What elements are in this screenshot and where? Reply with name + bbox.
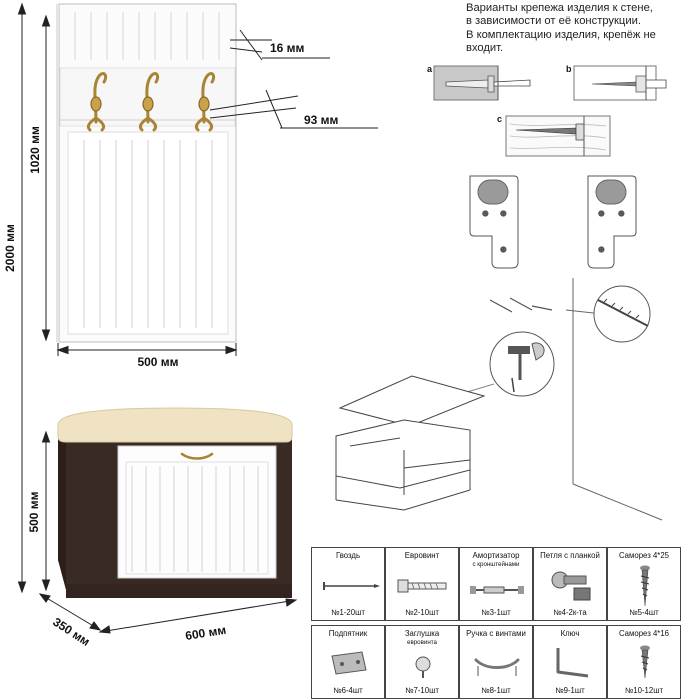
dim-panel-thickness	[229, 29, 330, 61]
dim-panel-height	[41, 14, 51, 342]
mount-variant-b: b	[566, 64, 667, 101]
part-cell: Ключ №9-1шт	[533, 625, 607, 699]
label-hook-projection: 93 мм	[304, 113, 339, 127]
part-name: Ручка с винтами	[466, 629, 526, 638]
label-total-height: 2000 мм	[3, 224, 17, 272]
part-cell: Саморез 4*25 №5-4шт	[607, 547, 681, 621]
screw-zoom-callout	[593, 285, 651, 343]
screw-icon	[640, 645, 650, 679]
mounting-note-line: входит.	[466, 42, 504, 55]
part-qty: №3-1шт	[481, 608, 511, 617]
svg-text:c: c	[497, 114, 502, 124]
mounting-note-line: В комплектацию изделия, крепёж не	[466, 28, 656, 41]
label-bench-width: 600 мм	[184, 623, 227, 643]
part-qty: №7-10шт	[405, 686, 439, 695]
mounting-note: Варианты крепежа изделия к стене, в зави…	[466, 2, 681, 56]
svg-text:⊕: ⊕	[500, 209, 507, 218]
part-name: Евровинт	[404, 551, 440, 560]
hinge-icon	[551, 571, 591, 601]
dim-bench-width	[98, 598, 298, 634]
dim-total-height	[17, 2, 27, 594]
part-name: Саморез 4*25	[618, 551, 670, 560]
svg-text:a: a	[427, 64, 433, 74]
part-qty: №10-12шт	[624, 686, 664, 695]
mounting-note-line: Варианты крепежа изделия к стене,	[466, 2, 653, 14]
euroscrew-icon	[397, 579, 447, 593]
svg-text:⊕: ⊕	[500, 245, 507, 254]
part-subname: с кронштейнами	[472, 561, 520, 568]
part-qty: №6-4шт	[333, 686, 363, 695]
coat-hook-3	[194, 72, 216, 132]
wall-panel	[56, 3, 237, 343]
part-qty: №9-1шт	[555, 686, 585, 695]
part-qty: №2-10шт	[405, 608, 439, 617]
shoe-bench	[57, 407, 293, 598]
dim-bench-depth	[38, 593, 102, 631]
bench-carcass-assembly	[335, 375, 486, 511]
part-cell: Гвоздь №1-20шт	[311, 547, 385, 621]
nail-icon	[323, 582, 380, 590]
mount-variant-c: c	[497, 114, 611, 157]
damper-icon	[470, 586, 524, 594]
svg-text:⊕: ⊕	[598, 209, 605, 218]
part-qty: №5-4шт	[629, 608, 659, 617]
label-panel-width: 500 мм	[137, 355, 178, 369]
svg-text:⊕: ⊕	[482, 209, 489, 218]
screw-icon	[640, 565, 650, 607]
part-name: Ключ	[560, 629, 580, 638]
label-bench-depth: 350 мм	[50, 615, 92, 649]
wall-screws	[489, 297, 553, 313]
part-name: Саморез 4*16	[618, 629, 670, 638]
part-name: Петля с планкой	[540, 551, 600, 560]
part-cell: Саморез 4*16 №10-12шт	[607, 625, 681, 699]
foot-pad-icon	[331, 651, 367, 675]
svg-text:b: b	[566, 64, 572, 74]
part-cell: Подпятник №6-4шт	[311, 625, 385, 699]
coat-hook-2	[138, 72, 160, 132]
dim-panel-width	[56, 343, 238, 356]
part-cell: Петля с планкой №4-2к-та	[533, 547, 607, 621]
dim-bench-height	[41, 430, 51, 592]
label-panel-height: 1020 мм	[28, 126, 42, 174]
part-qty: №8-1шт	[481, 686, 511, 695]
part-name: Гвоздь	[335, 551, 361, 560]
dim-hook-projection	[209, 89, 378, 129]
part-qty: №4-2к-та	[553, 608, 587, 617]
handle-icon	[474, 658, 520, 676]
part-qty: №1-20шт	[331, 608, 365, 617]
label-bench-height: 500 мм	[27, 491, 41, 532]
part-subname: евровинта	[407, 639, 437, 646]
hammer-callout	[439, 331, 555, 401]
cap-icon	[415, 656, 431, 678]
svg-text:⊕: ⊕	[618, 209, 625, 218]
part-name: Подпятник	[328, 629, 368, 638]
hex-key-icon	[556, 648, 589, 678]
mounting-note-line: в зависимости от её конструкции.	[466, 15, 641, 28]
label-panel-thickness: 16 мм	[270, 41, 305, 55]
svg-text:⊕: ⊕	[598, 245, 605, 254]
mounting-bracket-right: ⊕ ⊕ ⊕	[587, 175, 637, 269]
mount-variant-a: a	[427, 64, 531, 101]
mounting-bracket-left: ⊕ ⊕ ⊕	[469, 175, 519, 269]
coat-hook-1	[86, 72, 108, 132]
part-cell: Ручка с винтами №8-1шт	[459, 625, 533, 699]
part-cell: Евровинт №2-10шт	[385, 547, 459, 621]
